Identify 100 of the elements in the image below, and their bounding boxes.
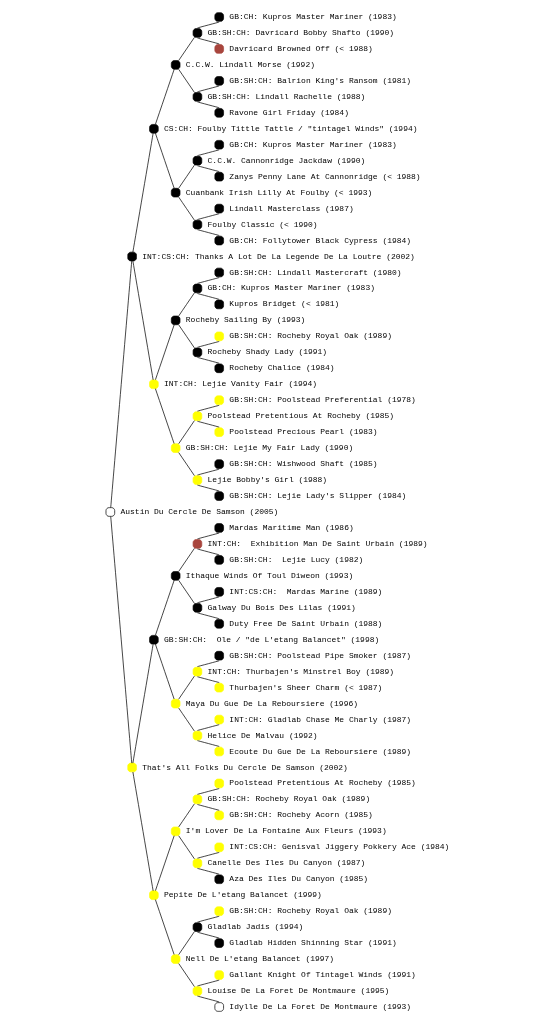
node-label: GB:SH:CH: Rocheby Acorn (1985): [229, 810, 373, 820]
node-label: Cuanbank Irish Lilly At Foulby (< 1993): [185, 187, 373, 197]
connector: [155, 68, 175, 125]
connector: [197, 213, 220, 220]
connector: [178, 324, 195, 349]
node-label: Ithaque Winds Of Toul Diweon (1993): [185, 570, 354, 580]
connector: [132, 643, 154, 764]
node-label: GB:SH:CH: Ole / "de L'etang Balancet" (1998): [164, 634, 380, 644]
node-label: Aza Des Iles Du Canyon (1985): [229, 874, 369, 884]
node-label: Idylle De La Foret De Montmaure (1993): [229, 1002, 412, 1012]
connector: [197, 85, 220, 93]
connector: [197, 293, 220, 300]
connector: [178, 164, 195, 189]
node-label: Mardas Maritime Man (1986): [229, 523, 354, 532]
node-label: INT:CH: Lejie Vanity Fair (1994): [164, 379, 318, 389]
node-label: Austin Du Cercle De Samson (2005): [120, 507, 279, 517]
node-label: Pepite De L'etang Balancet (1999): [164, 890, 322, 900]
connector: [197, 420, 220, 428]
node-label: INT:CH: Gladlab Chase Me Charly (1987): [229, 714, 412, 724]
connector: [110, 260, 133, 508]
node-label: Kupros Bridget (< 1981): [229, 299, 340, 309]
connector: [132, 771, 154, 892]
connector: [197, 468, 220, 476]
connector: [197, 37, 220, 45]
node-label: Foulby Classic (< 1990): [207, 219, 318, 229]
node-label: INT:CS:CH: Mardas Marine (1989): [229, 586, 383, 596]
connector: [197, 612, 220, 620]
connector: [197, 596, 220, 604]
connector: [197, 979, 220, 987]
node-label: Helice De Malvau (1992): [207, 730, 318, 740]
node-label: GB:CH: Follytower Black Cypress (1984): [229, 235, 412, 245]
connector: [178, 196, 195, 221]
connector: [110, 516, 133, 764]
node-label: Rocheby Shady Lady (1991): [207, 347, 328, 357]
node-label: GB:SH:CH: Rocheby Royal Oak (1989): [229, 906, 392, 916]
node-label: Gallant Knight Of Tintagel Winds (1991): [229, 970, 416, 980]
node-label: C.C.W. Lindall Morse (1992): [185, 59, 315, 69]
connector: [197, 165, 220, 172]
connector: [197, 149, 220, 156]
node-label: Poolstead Precious Pearl (1983): [229, 427, 378, 437]
node-label: Maya Du Gue De La Reboursiere (1996): [185, 698, 358, 708]
connector: [197, 341, 220, 348]
connector: [197, 676, 220, 683]
connector: [197, 548, 220, 556]
connector: [178, 69, 195, 93]
node-label: Rocheby Sailing By (1993): [185, 315, 306, 325]
node-label: INT:CS:CH: Thanks A Lot De La Legende De La Loutre (2002): [142, 251, 415, 261]
connector: [178, 579, 195, 604]
connector: [197, 788, 220, 795]
connector: [178, 963, 195, 987]
connector: [197, 21, 220, 29]
node-label: GB:SH:CH: Lejie Lady's Slipper (1984): [229, 491, 407, 501]
node-label: Ecoute Du Gue De La Reboursiere (1989): [229, 746, 412, 756]
connector: [132, 132, 154, 253]
node-label: Lindall Masterclass (1987): [229, 203, 354, 213]
connector: [197, 404, 220, 412]
node-label: CS:CH: Foulby Tittle Tattle / "tintagel Winds" (1994): [164, 123, 418, 133]
connector: [178, 931, 195, 956]
node-label: GB:SH:CH: Lindall Mastercraft (1980): [229, 267, 402, 277]
node-label: Gladlab Hidden Shinning Star (1991): [229, 938, 397, 948]
connector: [197, 101, 220, 109]
connector: [155, 899, 175, 955]
connector: [197, 931, 220, 939]
node-label: Lejie Bobby's Girl (1988): [207, 475, 328, 485]
node-label: Ravone Girl Friday (1984): [229, 107, 349, 117]
node-label: GB:CH: Kupros Master Mariner (1983): [207, 283, 375, 293]
node-label: Poolstead Pretentious At Rocheby (1985): [229, 778, 416, 788]
node-label: Rocheby Chalice (1984): [229, 363, 335, 373]
node-label: Zanys Penny Lane At Cannonridge (< 1988): [229, 171, 421, 181]
connector: [155, 835, 175, 891]
connector: [197, 852, 220, 859]
connector: [155, 132, 175, 189]
connector: [197, 915, 220, 923]
node-label: GB:SH:CH: Poolstead Pipe Smoker (1987): [229, 650, 412, 660]
connector: [197, 995, 220, 1003]
node-label: GB:SH:CH: Rocheby Royal Oak (1989): [229, 331, 392, 341]
node-label: GB:SH:CH: Lejie Lucy (1982): [229, 554, 364, 564]
connector: [197, 868, 220, 875]
connector: [178, 548, 195, 572]
node-label: Canelle Des Iles Du Canyon (1987): [207, 858, 366, 868]
node-label: I'm Lover De La Fontaine Aux Fleurs (1993): [185, 826, 387, 836]
connector: [178, 420, 195, 445]
connector: [197, 804, 220, 811]
node-label: INT:CH: Thurbajen's Minstrel Boy (1989): [207, 666, 395, 676]
node-label: Thurbajen's Sheer Charm (< 1987): [229, 682, 383, 692]
node-label: GB:SH:CH: Balrion King's Ransom (1981): [229, 75, 412, 85]
node-label: GB:SH:CH: Davricard Bobby Shafto (1990): [207, 28, 395, 38]
node-label: Gladlab Jadis (1994): [207, 922, 304, 932]
node-label: GB:SH:CH: Lejie My Fair Lady (1990): [185, 443, 354, 453]
node-label: Davricard Browned Off (< 1988): [229, 43, 373, 53]
connector: [197, 357, 220, 364]
node-label: GB:SH:CH: Rocheby Royal Oak (1989): [207, 794, 371, 804]
node-label: GB:SH:CH: Lindall Rachelle (1988): [207, 91, 366, 101]
connector: [155, 579, 175, 636]
connector: [197, 277, 220, 284]
node-label: Duty Free De Saint Urbain (1988): [229, 618, 383, 628]
node-label: INT:CS:CH: Genisval Jiggery Pokkery Ace (1984): [229, 842, 450, 852]
node-label: GB:SH:CH: Wishwood Shaft (1985): [229, 459, 378, 469]
connector: [178, 37, 195, 61]
node-label: Galway Du Bois Des Lilas (1991): [207, 602, 356, 612]
